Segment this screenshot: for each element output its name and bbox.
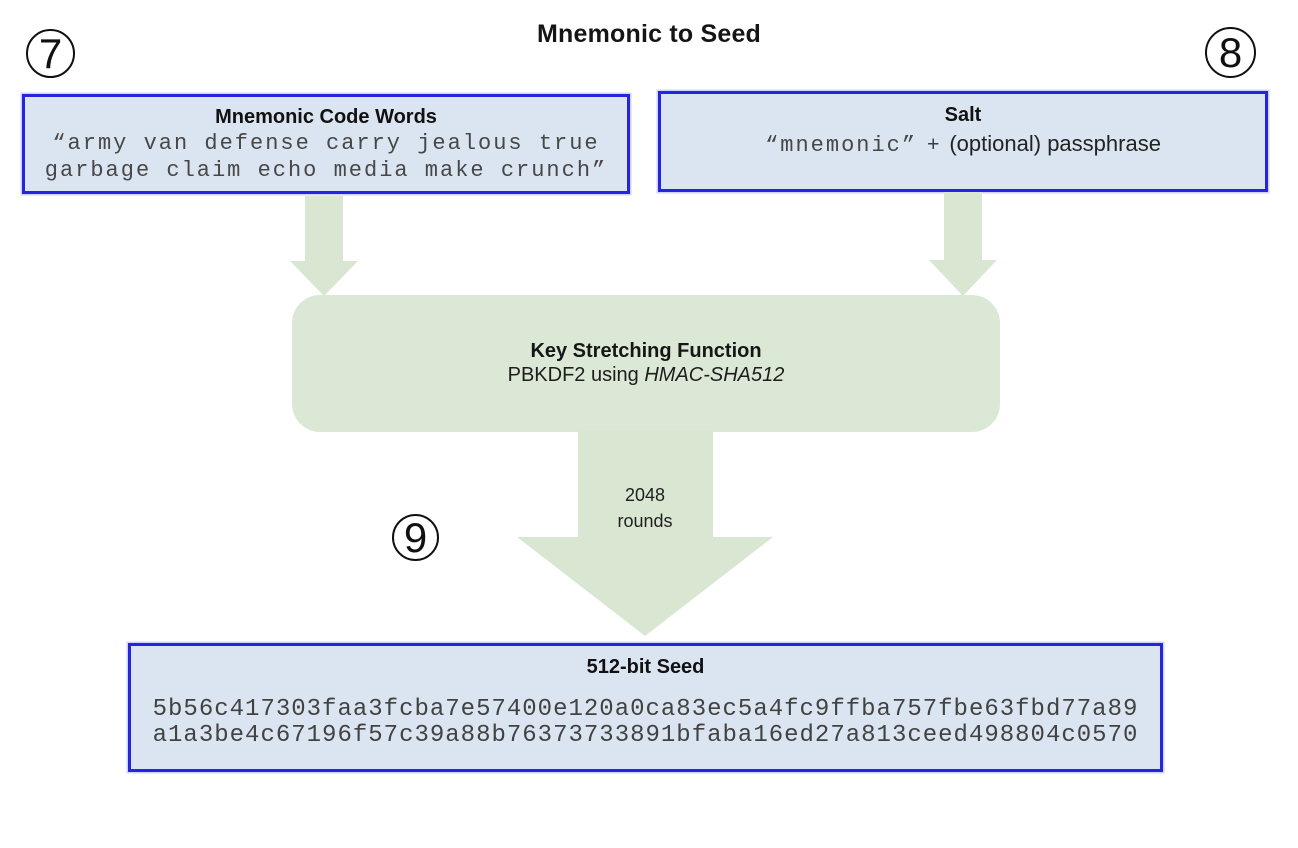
step-8-number: 8 [1218,28,1243,76]
rounds-count: 2048 [624,485,666,505]
mnemonic-words-line2: garbage claim echo media make crunch” [44,158,608,183]
mnemonic-box-heading: Mnemonic Code Words [215,106,437,128]
salt-passphrase-text: (optional) passphrase [949,131,1161,156]
seed-box-heading: 512-bit Seed [586,656,705,678]
step-8-badge: 8 [1205,27,1256,78]
key-stretching-heading: Key Stretching Function [530,340,762,362]
arrow-down-from-mnemonic [290,196,358,296]
pbkdf2-text: PBKDF2 using [507,364,645,386]
salt-box: Salt “mnemonic” + (optional) passphrase [658,91,1268,192]
key-stretching-function-box: Key Stretching Function PBKDF2 using HMA… [292,295,1000,432]
mnemonic-words-line1: “army van defense carry jealous true [52,131,600,156]
salt-value-line: “mnemonic” + (optional) passphrase [661,131,1265,158]
rounds-annotation: 2048 rounds [545,482,745,534]
salt-box-heading: Salt [944,104,982,126]
seed-hex-line1: 5b56c417303faa3fcba7e57400e120a0ca83ec5a… [152,696,1139,723]
arrow-down-from-salt [929,192,997,296]
step-7-badge: 7 [26,29,75,78]
seed-box: 512-bit Seed 5b56c417303faa3fcba7e57400e… [128,643,1163,772]
step-9-number: 9 [403,513,428,561]
seed-hex-line2: a1a3be4c67196f57c39a88b76373733891bfaba1… [152,722,1139,749]
rounds-word: rounds [617,511,673,531]
salt-plus-sign: + [927,133,940,156]
key-stretching-detail: PBKDF2 using HMAC-SHA512 [292,363,1000,387]
hmac-sha512-text: HMAC-SHA512 [644,364,785,386]
step-7-number: 7 [38,29,63,77]
mnemonic-code-words-box: Mnemonic Code Words “army van defense ca… [22,94,630,194]
diagram-title: Mnemonic to Seed [536,20,762,48]
salt-mnemonic-literal: “mnemonic” [765,133,918,158]
step-9-badge: 9 [392,514,439,561]
